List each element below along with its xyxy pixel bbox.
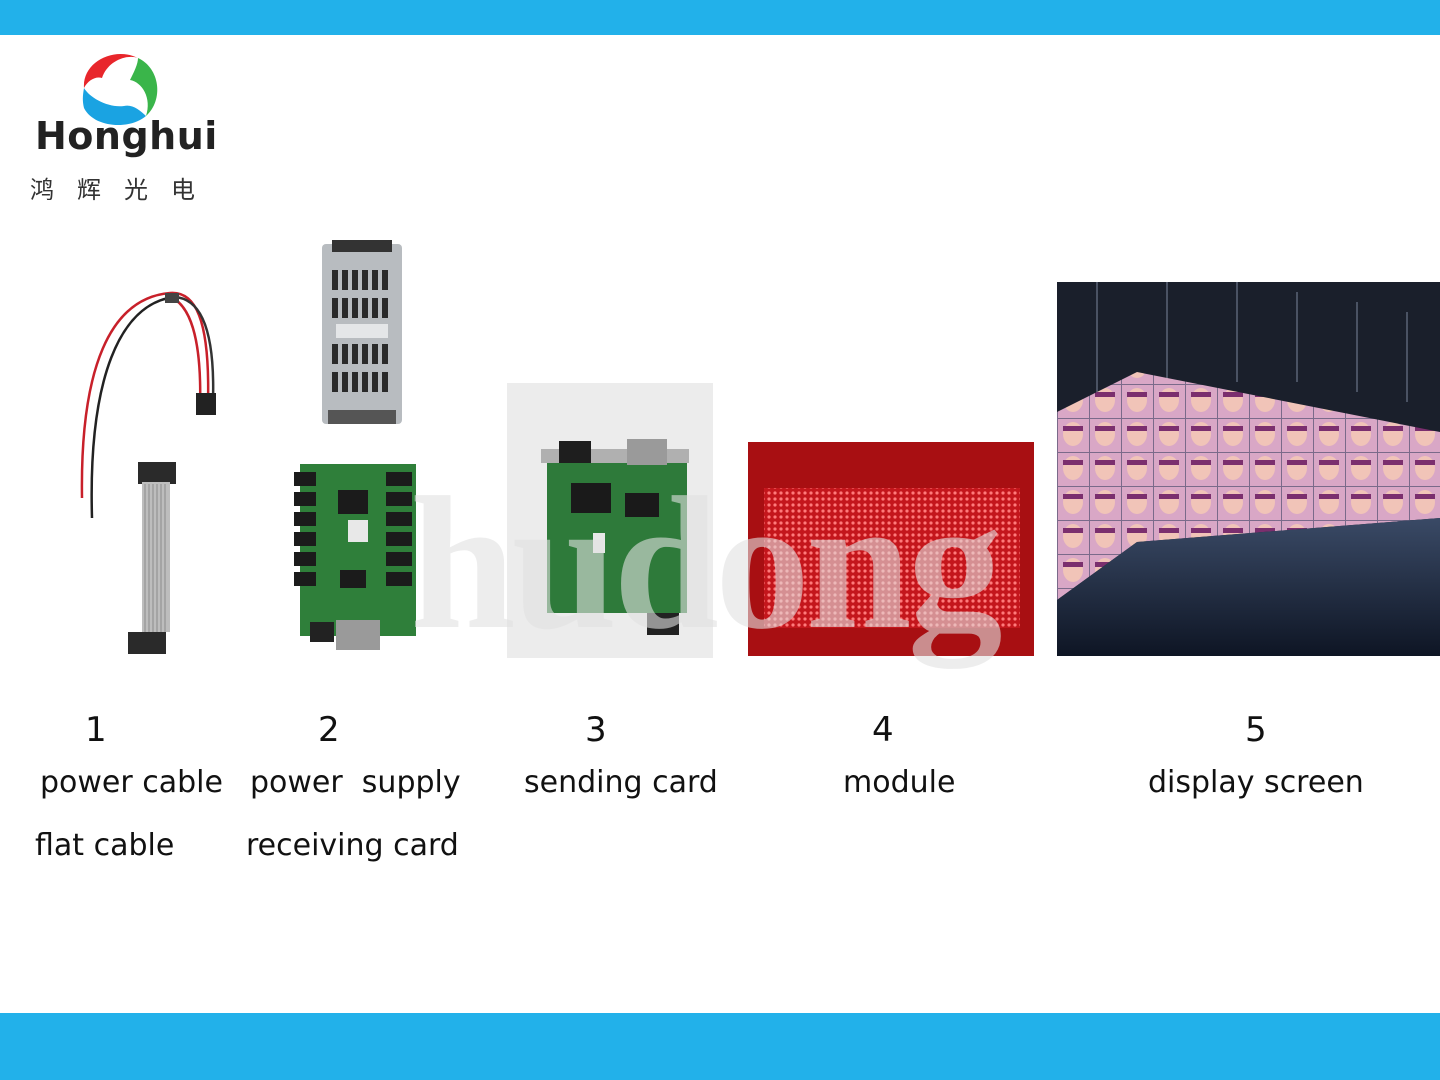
top-banner-bar [0, 0, 1440, 35]
item-5-number: 5 [1245, 710, 1267, 750]
item-1-label-flat-cable: flat cable [35, 828, 175, 863]
item-3-number: 3 [585, 710, 607, 750]
item-2-label-power-supply: power supply [250, 765, 461, 800]
led-module-photo [748, 442, 1034, 656]
item-3-label-sending-card: sending card [524, 765, 718, 800]
logo-brand-name: Honghui [35, 114, 218, 158]
honghui-logo-icon [82, 53, 158, 126]
item-2-label-receiving-card: receiving card [246, 828, 459, 863]
sending-card-photo [507, 383, 713, 658]
display-screen-photo [1057, 282, 1440, 656]
logo-chinese-subtitle: 鸿辉光电 [30, 176, 218, 204]
item-1-number: 1 [85, 710, 107, 750]
item-4-number: 4 [872, 710, 894, 750]
power-supply-photo [322, 240, 402, 424]
power-cable-flat-cable-photo [80, 291, 216, 654]
bottom-banner-bar [0, 1013, 1440, 1080]
item-1-label-power-cable: power cable [40, 765, 223, 800]
receiving-card-photo [294, 464, 416, 650]
item-5-label-display-screen: display screen [1148, 765, 1364, 800]
item-2-number: 2 [318, 710, 340, 750]
item-4-label-module: module [843, 765, 956, 800]
company-logo: Honghui 鸿辉光电 [28, 48, 218, 208]
